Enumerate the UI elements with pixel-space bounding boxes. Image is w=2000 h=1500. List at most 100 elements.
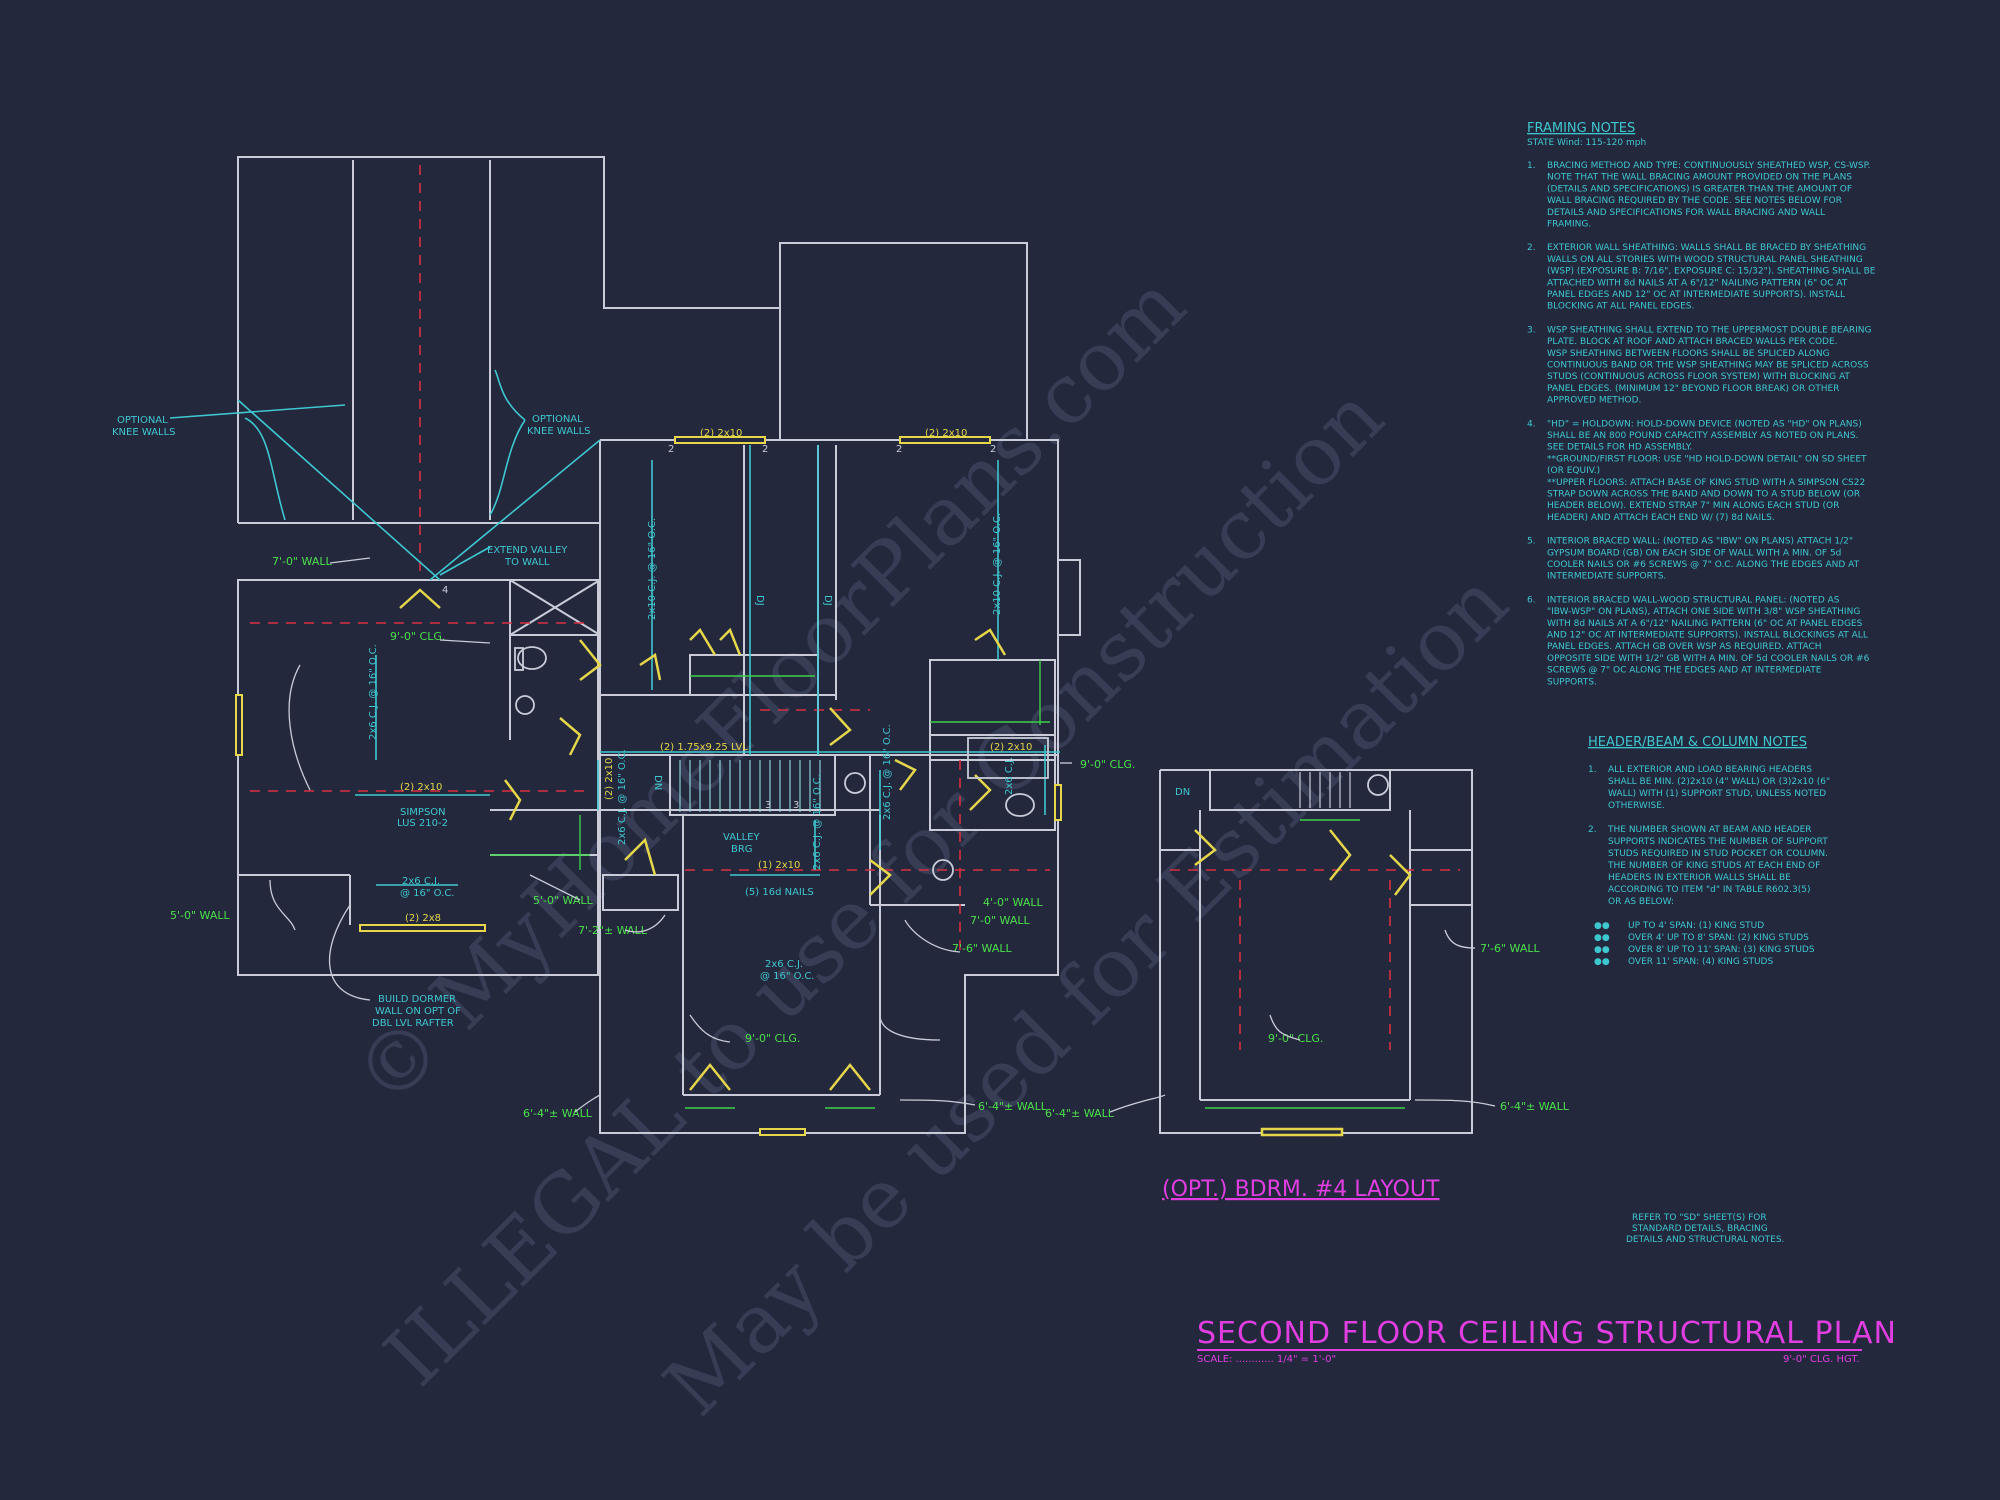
framing-note-line: STRAP DOWN ACROSS THE BAND AND DOWN TO A… — [1547, 490, 1860, 500]
dn-label: DN — [652, 775, 663, 790]
framing-note-line: INTERMEDIATE SUPPORTS. — [1547, 572, 1666, 582]
opt-wall-6-4-right: 6'-4"± WALL — [1500, 1100, 1570, 1113]
door-swings — [399, 588, 1007, 1091]
header-2x10-vert: (2) 2x10 — [604, 758, 615, 800]
header-note-bullet-mark: OVER 4' UP TO 8' SPAN: (2) KING STUDS — [1628, 933, 1809, 943]
framing-note-line: "IBW-WSP" ON PLANS), ATTACH ONE SIDE WIT… — [1547, 607, 1860, 617]
framing-note-line: SUPPORTS. — [1547, 677, 1597, 687]
clg-9-left: 9'-0" CLG. — [390, 630, 445, 643]
header-note-line: ACCORDING TO ITEM "d" IN TABLE R602.3(5) — [1608, 885, 1811, 895]
framing-note-line: BLOCKING AT ALL PANEL EDGES. — [1547, 302, 1694, 312]
framing-note-line: PANEL EDGES. (MINIMUM 12" BEYOND FLOOR B… — [1547, 384, 1839, 394]
header-note-number: 2. — [1588, 825, 1597, 835]
framing-note-line: CONTINUOUS BAND OR THE WSP SHEATHING MAY… — [1547, 361, 1869, 371]
opt-sink — [1367, 774, 1389, 796]
opt-layout-title: (OPT.) BDRM. #4 LAYOUT — [1162, 1177, 1440, 1202]
top-2x10-b: (2) 2x10 — [925, 428, 967, 439]
framing-note-line: (DETAILS AND SPECIFICATIONS) IS GREATER … — [1547, 184, 1852, 194]
top-2x10-a: (2) 2x10 — [700, 428, 742, 439]
header-1-2x10: (1) 2x10 — [758, 860, 800, 871]
header-note-line: HEADERS IN EXTERIOR WALLS SHALL BE — [1608, 873, 1791, 883]
framing-note-line: WSP SHEATHING SHALL EXTEND TO THE UPPERM… — [1547, 325, 1871, 335]
nails-16d: (5) 16d NAILS — [745, 887, 814, 898]
framing-note-number: 1. — [1527, 161, 1536, 171]
framing-note-line: PANEL EDGES. ATTACH GB OVER WSP AS REQUI… — [1547, 642, 1822, 652]
framing-note-line: HEADER) AND ATTACH EACH END W/ (7) 8d NA… — [1547, 513, 1775, 523]
num-2c: 2 — [896, 444, 902, 455]
header-note-line: THE NUMBER SHOWN AT BEAM AND HEADER — [1607, 825, 1812, 835]
opt-knee-left-1: OPTIONAL — [117, 415, 168, 426]
refer-note-2: STANDARD DETAILS, BRACING — [1632, 1224, 1768, 1234]
bath-cj: 2x6 C.J. — [1004, 757, 1015, 795]
framing-note-line: AND 12" OC AT INTERMEDIATE SUPPORTS). IN… — [1547, 631, 1868, 641]
opt-doors — [1194, 829, 1412, 1137]
opt-dn-label: DN — [1175, 787, 1190, 798]
framing-note-line: EXTERIOR WALL SHEATHING: WALLS SHALL BE … — [1547, 243, 1866, 253]
header-2x10-left: (2) 2x10 — [400, 782, 442, 793]
framing-note-line: PLATE. BLOCK AT ROOF AND ATTACH BRACED W… — [1547, 337, 1838, 347]
cj-dormer-1: 2x6 C.J. — [402, 876, 440, 887]
framing-notes-subheading: STATE Wind: 115-120 mph — [1527, 138, 1646, 148]
floor-plan-walls — [237, 156, 1081, 1134]
refer-note: REFER TO "SD" SHEET(S) FOR STANDARD DETA… — [1626, 1213, 1784, 1245]
opt-bedroom-plan — [1159, 769, 1473, 1134]
framing-note-line: WITH 8d NAILS AT A 6"/12" NAILING PATTER… — [1547, 619, 1863, 629]
cj-2x6-left: 2x6 C.J. @ 16" O.C. — [368, 644, 379, 740]
framing-note-line: HEADER BELOW). EXTEND STRAP 7" MIN ALONG… — [1547, 501, 1839, 511]
header-note-number: 1. — [1588, 765, 1597, 775]
refer-note-1: REFER TO "SD" SHEET(S) FOR — [1632, 1213, 1767, 1223]
num-3a: 3 — [765, 800, 771, 811]
refer-note-3: DETAILS AND STRUCTURAL NOTES. — [1626, 1235, 1784, 1245]
framing-note-number: 4. — [1527, 419, 1536, 429]
framing-note-line: COOLER NAILS OR #6 SCREWS @ 7" O.C. ALON… — [1547, 560, 1860, 570]
framing-note-line: WALL BRACING REQUIRED BY THE CODE. SEE N… — [1547, 196, 1842, 206]
wall-5-0-left: 5'-0" WALL — [170, 909, 230, 922]
framing-note-line: SEE DETAILS FOR HD ASSEMBLY. — [1547, 443, 1692, 453]
framing-note-line: WSP SHEATHING BETWEEN FLOORS SHALL BE SP… — [1547, 349, 1830, 359]
plan-labels-green: 7'-0" WALL 9'-0" CLG. 5'-0" WALL 5'-0" W… — [170, 555, 1570, 1120]
opt-green — [1205, 819, 1405, 1109]
clg-9-bottom: 9'-0" CLG. — [745, 1032, 800, 1045]
framing-note-line: STUDS (CONTINUOUS ACROSS FLOOR SYSTEM) W… — [1547, 372, 1850, 382]
build-dormer-2: WALL ON OPT OF — [375, 1006, 461, 1017]
cj-2x10-b: 2x10 C.J. @ 16" O.C. — [992, 513, 1003, 615]
framing-note-line: DETAILS AND SPECIFICATIONS FOR WALL BRAC… — [1547, 208, 1825, 218]
framing-green — [490, 660, 1050, 1109]
opt-knee-left-2: KNEE WALLS — [112, 427, 176, 438]
cj-2x6-v3: 2x6 C.J. @ 16" O.C. — [882, 724, 893, 820]
dj-1: DJ — [754, 595, 765, 606]
bath-2x10: (2) 2x10 — [990, 742, 1032, 753]
wall-7-0-left: 7'-0" WALL — [272, 555, 332, 568]
opt-knee-right-1: OPTIONAL — [532, 414, 583, 425]
wall-7-6-mid: 7'-6" WALL — [952, 942, 1012, 955]
header-note-line: SHALL BE MIN. (2)2x10 (4" WALL) OR (3)2x… — [1608, 777, 1830, 787]
stair-treads — [679, 760, 821, 812]
opt-stair-treads — [1299, 772, 1351, 808]
opt-ridge-lines — [1170, 869, 1460, 1050]
num-2d: 2 — [990, 444, 996, 455]
bullet-dot: ●● — [1594, 945, 1610, 955]
header-notes-heading: HEADER/BEAM & COLUMN NOTES — [1588, 735, 1807, 750]
wall-6-4-right: 6'-4"± WALL — [978, 1100, 1048, 1113]
header-note-bullet-mark: UP TO 4' SPAN: (1) KING STUD — [1628, 921, 1764, 931]
toilet-2 — [1005, 793, 1035, 817]
framing-note-line: PANEL EDGES AND 12" OC AT INTERMEDIATE S… — [1547, 290, 1845, 300]
header-note-bullet-mark: OVER 11' SPAN: (4) KING STUDS — [1628, 957, 1773, 967]
framing-note-line: (OR EQUIV.) — [1547, 466, 1600, 476]
framing-note-line: **GROUND/FIRST FLOOR: USE "HD HOLD-DOWN … — [1547, 454, 1867, 464]
plumbing-fixtures — [514, 646, 1049, 881]
valley-brg-1: VALLEY — [723, 832, 761, 843]
simpson-1: SIMPSON — [400, 807, 446, 818]
cj-2x6-v2: 2x6 C.J. @ 16" O.C. — [812, 774, 823, 870]
valley-brg-2: BRG — [731, 844, 753, 855]
simpson-2: LUS 210-2 — [397, 818, 448, 829]
label-leaders — [269, 557, 1496, 1113]
ridge-lines — [250, 165, 1050, 950]
sink-3 — [932, 859, 954, 881]
ceiling-height-text: 9'-0" CLG. HGT. — [1783, 1354, 1860, 1365]
num-3b: 3 — [793, 800, 799, 811]
framing-note-line: NOTE THAT THE WALL BRACING AMOUNT PROVID… — [1547, 173, 1852, 183]
framing-note-line: INTERIOR BRACED WALL-WOOD STRUCTURAL PAN… — [1547, 595, 1840, 605]
bullet-dot: ●● — [1594, 921, 1610, 931]
